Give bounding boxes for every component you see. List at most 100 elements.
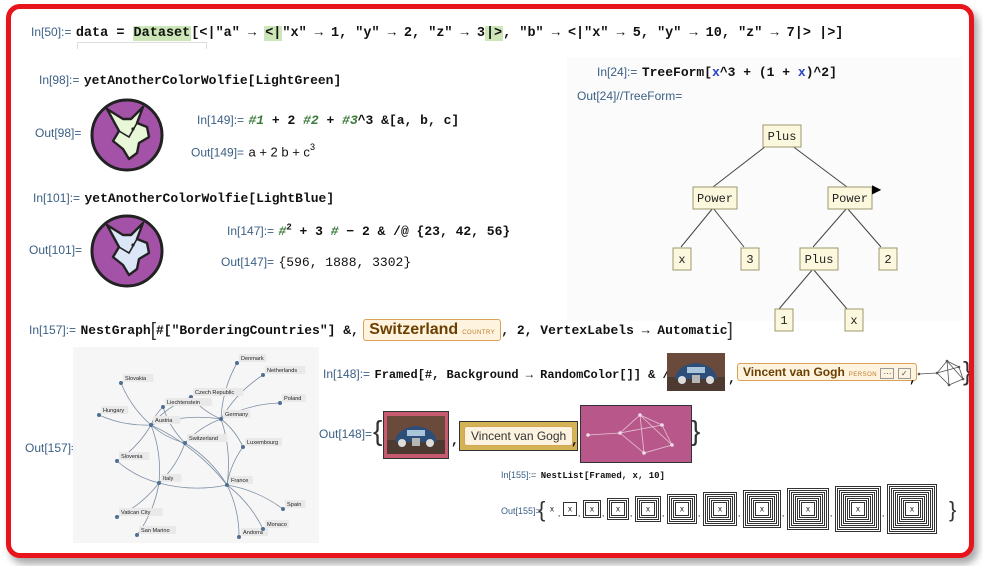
in50-inner-close: |> bbox=[484, 26, 504, 41]
in149-t1: + 2 bbox=[264, 113, 304, 128]
graph-vertex-label: Slovakia bbox=[125, 376, 147, 382]
nest-comma: , bbox=[882, 509, 885, 518]
graph-vertex-label: Italy bbox=[163, 476, 173, 482]
framed-car-output bbox=[383, 411, 449, 459]
graph-vertex bbox=[261, 373, 265, 377]
graph-edge bbox=[226, 446, 244, 486]
in149-slot3: #3 bbox=[342, 113, 358, 128]
check-icon[interactable]: ✓ bbox=[897, 368, 911, 379]
in24-code-x: x bbox=[712, 65, 720, 80]
in155-cell[interactable]: In[155]:= NestList[Framed, x, 10] bbox=[501, 465, 665, 483]
graph-vertex bbox=[241, 445, 245, 449]
nest-comma: , bbox=[782, 509, 785, 518]
graph-edge bbox=[158, 482, 228, 489]
graph-vertex-label: Spain bbox=[287, 502, 301, 508]
graph-label-bg bbox=[119, 508, 163, 516]
graph-label-bg bbox=[241, 528, 269, 536]
in148-code: Framed[#, Background → RandomColor[]] & … bbox=[374, 368, 692, 382]
graph-label-bg bbox=[223, 410, 251, 418]
in148-comma2: , bbox=[909, 371, 917, 386]
in50-inner-open: <| bbox=[264, 26, 283, 41]
out147-label: Out[147]= bbox=[221, 255, 275, 269]
graph-edge bbox=[98, 414, 152, 426]
in157-rest: , 2, VertexLabels → Automatic bbox=[501, 323, 728, 338]
in50-cell[interactable]: In[50]:= data = Dataset[<|"a" → <|"x" → … bbox=[31, 23, 843, 41]
graph-label-bg bbox=[265, 520, 289, 528]
in149-label: In[149]:= bbox=[197, 113, 245, 127]
in155-label: In[155]:= bbox=[501, 470, 537, 480]
bracket-left-icon: [ bbox=[150, 320, 156, 341]
in50-open: [<|"a" → bbox=[191, 26, 265, 41]
mini-graph-input[interactable] bbox=[917, 357, 969, 389]
in98-cell[interactable]: In[98]:= yetAnotherColorWolfie[LightGree… bbox=[39, 71, 341, 89]
in155-code: NestList[Framed, x, 10] bbox=[540, 471, 665, 481]
in149-cell[interactable]: In[149]:= #1 + 2 #2 + #3^3 &[a, b, c] bbox=[197, 111, 459, 129]
nest-frame-item: x bbox=[703, 492, 737, 526]
in157-label: In[157]:= bbox=[29, 323, 77, 337]
in24-cell[interactable]: In[24]:= TreeForm[x^3 + (1 + x)^2] bbox=[597, 63, 837, 81]
nest-frame-x: x bbox=[856, 504, 860, 514]
graph-vertex bbox=[149, 423, 153, 427]
tree-label-plus-inner: Plus bbox=[805, 253, 834, 267]
nest-frame-item: x bbox=[607, 498, 629, 520]
in149-t3: ^3 &[a, b, c] bbox=[357, 113, 460, 128]
wolfie-green-icon bbox=[90, 98, 164, 172]
treeform-panel bbox=[567, 57, 963, 321]
more-icon[interactable]: ⋯ bbox=[880, 368, 895, 379]
graph-vertex bbox=[183, 441, 187, 445]
graph-vertex bbox=[115, 515, 119, 519]
graph-edge bbox=[226, 484, 284, 510]
in148-label: In[148]:= bbox=[323, 367, 371, 381]
tree-label-power-left: Power bbox=[697, 192, 733, 206]
tree-node-x: x bbox=[672, 247, 692, 271]
graph-label-bg bbox=[193, 388, 244, 396]
graph-vertex bbox=[135, 533, 139, 537]
nest-frame-x: x bbox=[910, 504, 914, 514]
tree-node-2: 2 bbox=[878, 247, 898, 271]
car-photo-input[interactable] bbox=[667, 353, 725, 391]
in157-cell[interactable]: In[157]:= NestGraph[#["BorderingCountrie… bbox=[29, 319, 733, 342]
graph-vertex bbox=[157, 481, 161, 485]
graph-vertex bbox=[219, 417, 223, 421]
in50-label: In[50]:= bbox=[31, 25, 72, 39]
graph-vertex bbox=[115, 459, 119, 463]
graph-vertex-label: Czech Republic bbox=[195, 390, 234, 396]
nest-comma: , bbox=[698, 509, 701, 518]
framed-graph-output bbox=[580, 405, 692, 463]
graph-edge bbox=[220, 418, 244, 448]
in98-code: yetAnotherColorWolfie[LightGreen] bbox=[83, 73, 342, 88]
in50-fn: Dataset bbox=[132, 26, 192, 41]
graph-edge bbox=[116, 460, 160, 484]
graph-label-bg bbox=[139, 526, 176, 534]
graph-vertex-label: France bbox=[231, 478, 248, 484]
nest-frame-item: x bbox=[835, 486, 881, 532]
vangogh-entity-type: PERSON bbox=[848, 372, 878, 378]
brace-right-icon: } bbox=[963, 356, 972, 386]
out149-cell: Out[149]= a + 2 b + c3 bbox=[191, 142, 315, 161]
nest-comma: , bbox=[578, 509, 581, 518]
graph-edge bbox=[150, 424, 161, 484]
out149-sup: 3 bbox=[309, 142, 315, 152]
in147-cell[interactable]: In[147]:= #2 + 3 # − 2 & /@ {23, 42, 56} bbox=[227, 222, 510, 240]
tree-node-plus-root: Plus bbox=[762, 124, 802, 148]
graph-label-bg bbox=[161, 474, 182, 482]
nest-frame-item: x bbox=[563, 502, 577, 516]
out101-label: Out[101]= bbox=[29, 243, 83, 257]
in101-cell[interactable]: In[101]:= yetAnotherColorWolfie[LightBlu… bbox=[33, 189, 334, 207]
vangogh-entity-name: Vincent van Gogh bbox=[743, 365, 845, 379]
graph-vertex-label: Slovenia bbox=[121, 454, 143, 460]
mouse-cursor-icon: ▶ bbox=[872, 182, 882, 196]
out148-sep1: , bbox=[451, 433, 459, 448]
in147-slot2: # bbox=[330, 224, 339, 239]
graph-label-bg bbox=[265, 366, 306, 374]
out157-label: Out[157]= bbox=[25, 441, 79, 455]
graph-vertex bbox=[261, 527, 265, 531]
graph-label-bg bbox=[229, 476, 253, 484]
in148-cell[interactable]: In[148]:= Framed[#, Background → RandomC… bbox=[323, 365, 691, 383]
graph-vertex-label: Poland bbox=[284, 396, 301, 402]
tree-label-1: 1 bbox=[780, 314, 787, 328]
nest-frame-x: x bbox=[806, 504, 810, 514]
